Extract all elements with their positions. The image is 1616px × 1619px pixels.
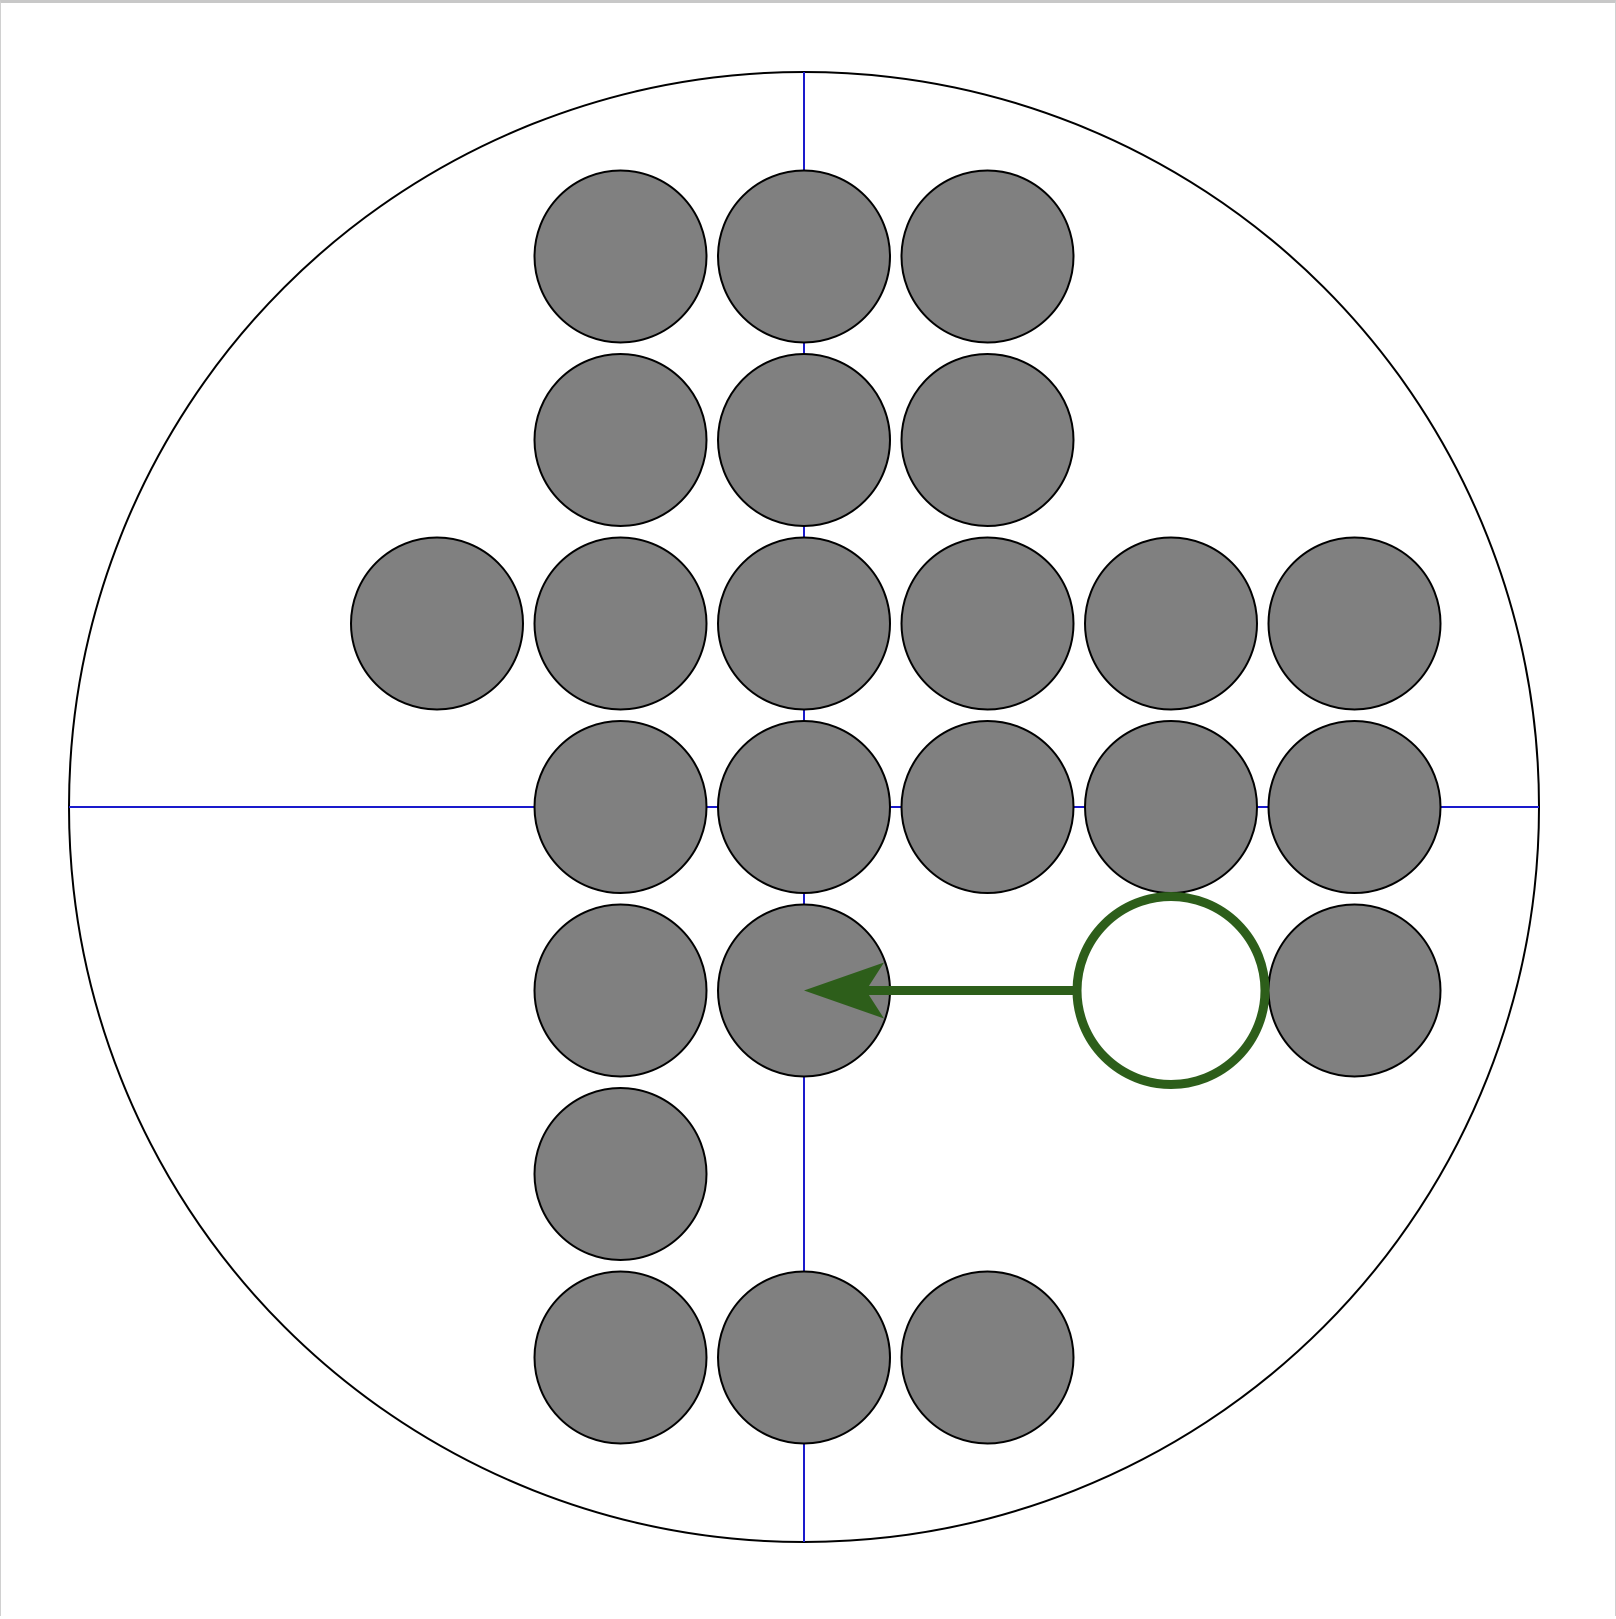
peg-2-2[interactable] xyxy=(533,536,708,711)
peg-3-6[interactable] xyxy=(717,1270,891,1445)
peg-6-2[interactable] xyxy=(1267,536,1442,711)
peg-5-2[interactable] xyxy=(1084,536,1258,711)
peg-6-3[interactable] xyxy=(1267,720,1442,894)
peg-3-0[interactable] xyxy=(717,169,891,344)
move-arrow-head-icon xyxy=(804,962,884,1019)
peg-3-3[interactable] xyxy=(717,720,891,894)
peg-4-3[interactable] xyxy=(900,720,1075,894)
pegs-layer xyxy=(350,169,1442,1445)
selected-empty-hole[interactable] xyxy=(1072,892,1270,1089)
peg-4-6[interactable] xyxy=(900,1270,1075,1445)
peg-1-2[interactable] xyxy=(350,536,524,711)
move-layer xyxy=(804,892,1270,1089)
peg-solitaire-board[interactable] xyxy=(1,3,1616,1619)
peg-2-6[interactable] xyxy=(533,1270,708,1445)
peg-2-3[interactable] xyxy=(533,720,708,894)
peg-6-4[interactable] xyxy=(1267,903,1442,1078)
peg-2-5[interactable] xyxy=(533,1087,708,1261)
peg-4-2[interactable] xyxy=(900,536,1075,711)
peg-5-3[interactable] xyxy=(1084,720,1258,894)
peg-3-1[interactable] xyxy=(717,353,891,527)
peg-2-1[interactable] xyxy=(533,353,708,527)
peg-2-0[interactable] xyxy=(533,169,708,344)
peg-4-1[interactable] xyxy=(900,353,1075,527)
peg-2-4[interactable] xyxy=(533,903,708,1078)
peg-3-2[interactable] xyxy=(717,536,891,711)
peg-4-0[interactable] xyxy=(900,169,1075,344)
